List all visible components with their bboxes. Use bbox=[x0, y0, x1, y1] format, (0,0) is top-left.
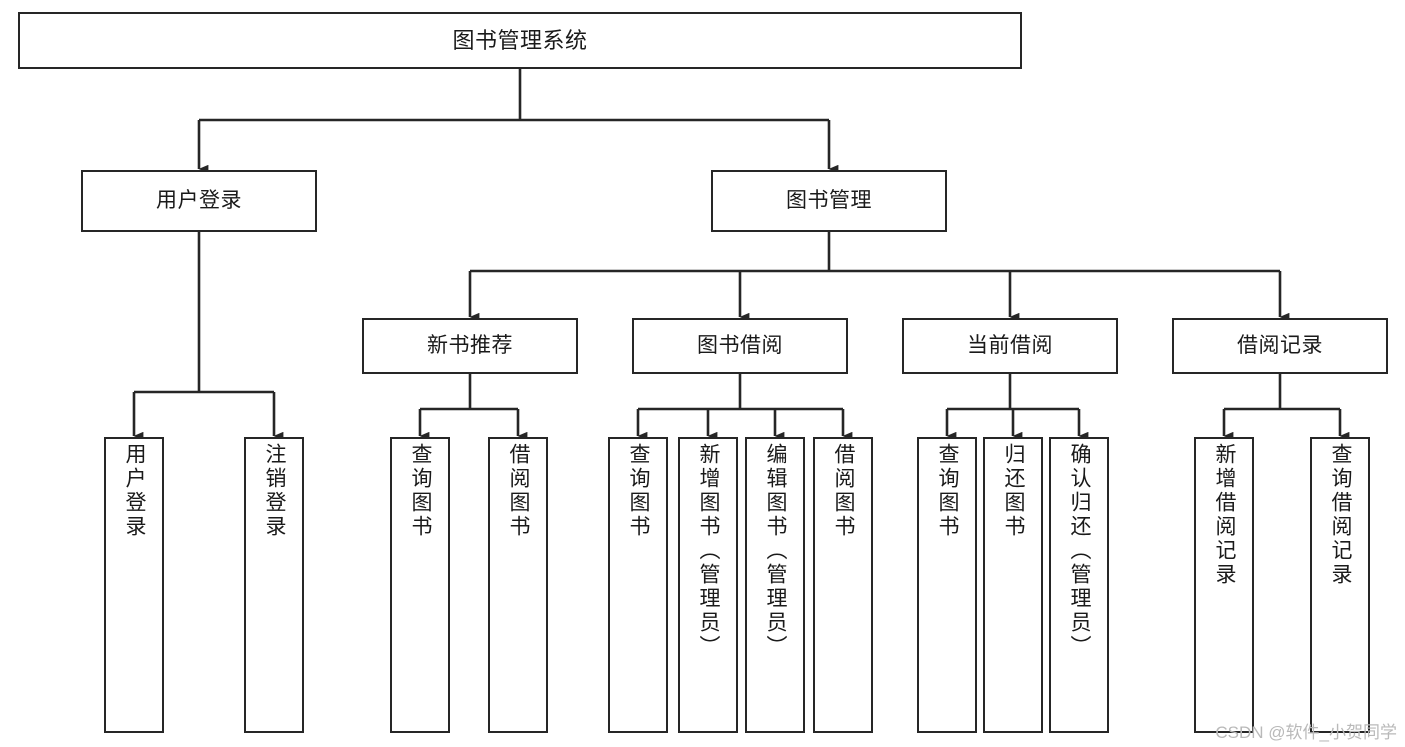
node-label: 新增借阅记录 bbox=[1213, 443, 1237, 587]
node-leaf-query-record[interactable]: 查询借阅记录 bbox=[1310, 437, 1370, 733]
node-leaf-return-book[interactable]: 归还图书 bbox=[983, 437, 1043, 733]
node-book-management[interactable]: 图书管理 bbox=[711, 170, 947, 232]
node-leaf-user-logout[interactable]: 注销登录 bbox=[244, 437, 304, 733]
connector-lines bbox=[132, 69, 1350, 441]
node-label: 确认归还（管理员） bbox=[1068, 443, 1092, 659]
node-leaf-query-book-2[interactable]: 查询图书 bbox=[608, 437, 668, 733]
node-label: 查询图书 bbox=[627, 443, 651, 539]
node-leaf-query-book-1[interactable]: 查询图书 bbox=[390, 437, 450, 733]
node-label: 用户登录 bbox=[156, 188, 242, 212]
node-leaf-edit-book[interactable]: 编辑图书（管理员） bbox=[745, 437, 805, 733]
node-leaf-add-record[interactable]: 新增借阅记录 bbox=[1194, 437, 1254, 733]
node-label: 查询借阅记录 bbox=[1329, 443, 1353, 587]
node-label: 借阅图书 bbox=[832, 443, 856, 539]
node-leaf-user-login[interactable]: 用户登录 bbox=[104, 437, 164, 733]
node-root[interactable]: 图书管理系统 bbox=[18, 12, 1022, 69]
node-label: 新增图书（管理员） bbox=[697, 443, 721, 659]
node-label: 查询图书 bbox=[936, 443, 960, 539]
node-label: 编辑图书（管理员） bbox=[764, 443, 788, 659]
node-label: 用户登录 bbox=[123, 443, 147, 539]
node-label: 借阅记录 bbox=[1237, 333, 1323, 357]
node-leaf-add-book[interactable]: 新增图书（管理员） bbox=[678, 437, 738, 733]
node-borrow-record[interactable]: 借阅记录 bbox=[1172, 318, 1388, 374]
node-leaf-confirm-return[interactable]: 确认归还（管理员） bbox=[1049, 437, 1109, 733]
node-book-borrow[interactable]: 图书借阅 bbox=[632, 318, 848, 374]
node-leaf-borrow-book-2[interactable]: 借阅图书 bbox=[813, 437, 873, 733]
node-new-book-recommend[interactable]: 新书推荐 bbox=[362, 318, 578, 374]
node-leaf-borrow-book-1[interactable]: 借阅图书 bbox=[488, 437, 548, 733]
node-label: 新书推荐 bbox=[427, 333, 513, 357]
node-label: 查询图书 bbox=[409, 443, 433, 539]
node-label: 图书借阅 bbox=[697, 333, 783, 357]
node-leaf-query-book-3[interactable]: 查询图书 bbox=[917, 437, 977, 733]
node-user-login[interactable]: 用户登录 bbox=[81, 170, 317, 232]
watermark-text: CSDN @软件_小贺同学 bbox=[1215, 723, 1397, 742]
node-label: 注销登录 bbox=[263, 443, 287, 539]
node-label: 当前借阅 bbox=[967, 333, 1053, 357]
node-label: 归还图书 bbox=[1002, 443, 1026, 539]
node-label: 借阅图书 bbox=[507, 443, 531, 539]
node-label: 图书管理系统 bbox=[452, 27, 588, 53]
node-current-borrow[interactable]: 当前借阅 bbox=[902, 318, 1118, 374]
node-label: 图书管理 bbox=[786, 188, 872, 212]
